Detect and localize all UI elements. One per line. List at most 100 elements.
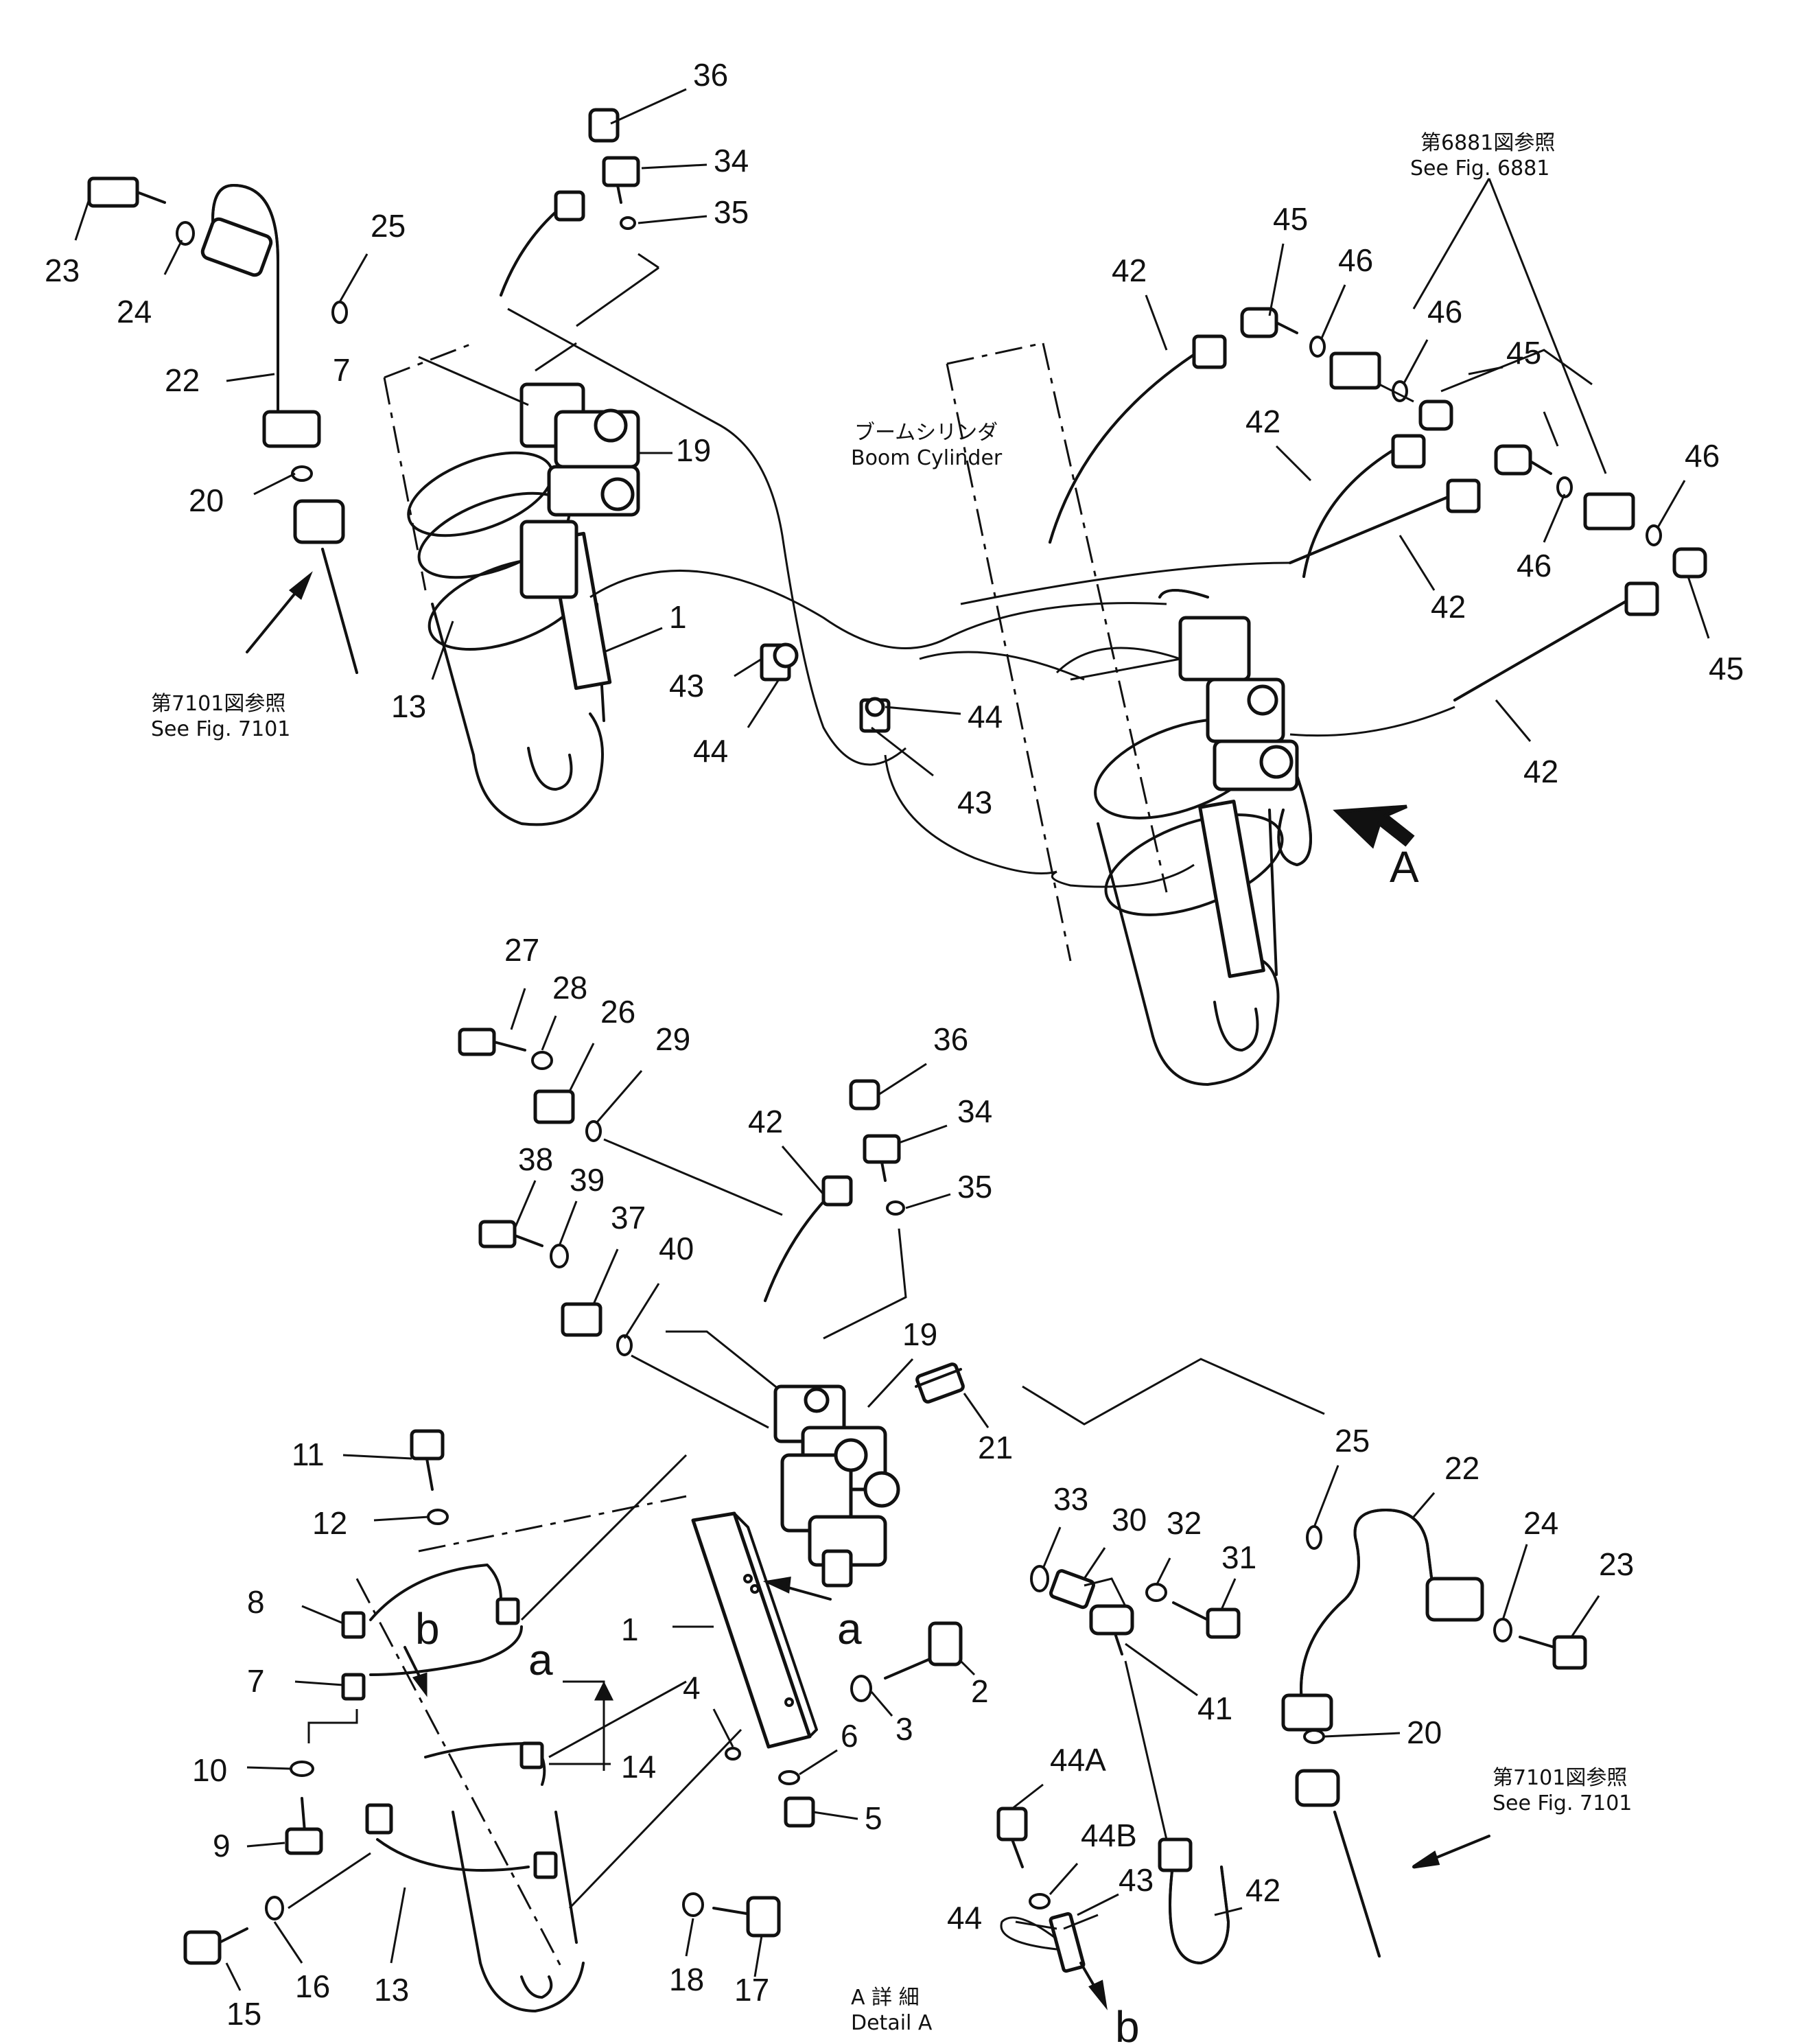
callout: 37: [611, 1200, 646, 1235]
callout: 25: [1335, 1423, 1370, 1459]
callout: 44B: [1081, 1817, 1137, 1853]
callout: 34: [714, 143, 749, 178]
clamps-top: [760, 642, 891, 733]
bottom-cylinder: [341, 1454, 742, 2012]
callout: 1: [621, 1612, 639, 1647]
callout: 3: [896, 1711, 913, 1747]
bracket-1: [691, 1511, 818, 1749]
callout: 23: [45, 253, 80, 288]
callout: 16: [295, 1968, 330, 2004]
note-see-7101-jp-top: 第7101図参照: [151, 692, 285, 716]
callout: 23: [1599, 1546, 1634, 1582]
callout: 20: [189, 483, 224, 518]
callout: 46: [1338, 242, 1373, 278]
callout: 42: [1245, 404, 1280, 439]
callout: 7: [333, 352, 351, 388]
note-detail-a-en: Detail A: [851, 2011, 933, 2035]
letter-b-1: b: [415, 1604, 440, 1653]
callout: 44: [968, 699, 1003, 734]
elbows-45: [1240, 178, 1707, 579]
note-boom-cylinder-en: Boom Cylinder: [851, 446, 1003, 470]
callout: 34: [957, 1093, 992, 1129]
callout: 39: [570, 1162, 605, 1198]
callout: 42: [1523, 754, 1558, 789]
callout: 15: [226, 1996, 261, 2032]
callout: 12: [312, 1505, 347, 1541]
bottom-assembly: [183, 1027, 1587, 2012]
callout: 13: [374, 1972, 409, 2008]
callout: 33: [1053, 1481, 1088, 1517]
flange-group: [1030, 1565, 1241, 1656]
callout: 11: [292, 1437, 325, 1472]
callout: 10: [192, 1752, 227, 1788]
callout: 45: [1506, 335, 1541, 371]
callout: 19: [676, 432, 711, 468]
callout: 43: [1119, 1862, 1154, 1898]
callout: 19: [902, 1316, 937, 1352]
callout: 25: [371, 208, 406, 244]
pipe-22-bottom: [1022, 1358, 1587, 1958]
callout: 28: [552, 970, 587, 1006]
callout: 46: [1427, 294, 1462, 329]
callout: 44: [693, 733, 728, 769]
callout: 9: [213, 1828, 231, 1863]
callout: 36: [933, 1021, 968, 1057]
top-assembly: [87, 108, 1707, 1086]
callout: 35: [714, 194, 749, 230]
callout: 2: [971, 1673, 989, 1709]
note-see-7101-en-bottom: See Fig. 7101: [1493, 1791, 1632, 1815]
callout: 42: [748, 1104, 783, 1139]
note-see-7101-jp-bottom: 第7101図参照: [1493, 1766, 1627, 1790]
letter-a-1: a: [837, 1604, 862, 1653]
callouts-top: 36 34 35 23 24 25 22 7 19 20 1 13 43 44 …: [45, 57, 1744, 820]
letter-b-2: b: [1115, 2002, 1140, 2044]
callout: 24: [117, 294, 152, 329]
bolts-left-top: [458, 1027, 633, 1356]
pipe-22-top: [87, 176, 358, 674]
view-a-arrow: [1333, 804, 1415, 849]
callout: 43: [957, 785, 992, 820]
valve-block-19-bottom: [773, 1362, 965, 1588]
callout: 44: [947, 1900, 982, 1936]
callout: 7: [247, 1663, 265, 1699]
callout: 42: [1112, 253, 1147, 288]
callout: 36: [693, 57, 728, 93]
hose-top-left: [418, 190, 1167, 766]
note-boom-cylinder-jp: ブームシリンダ: [854, 421, 998, 445]
callout: 30: [1112, 1502, 1147, 1537]
hoses-right: [884, 334, 1659, 888]
fittings-top: [588, 108, 640, 230]
callout: 1: [669, 599, 687, 635]
callout: 26: [600, 994, 635, 1030]
callout: 42: [1245, 1872, 1280, 1908]
callout: 14: [621, 1749, 656, 1785]
callout: 38: [518, 1141, 553, 1177]
right-boom-cylinder: [946, 342, 1284, 1086]
callout: 43: [669, 668, 704, 704]
callout: 20: [1407, 1715, 1442, 1750]
note-detail-a-jp: A 詳 細: [851, 1986, 920, 2010]
note-see-7101-en-top: See Fig. 7101: [151, 717, 290, 741]
view-a-letter: A: [1390, 842, 1419, 892]
note-see-6881-en: See Fig. 6881: [1410, 156, 1549, 181]
hose-bottom: [996, 1660, 1230, 2010]
callout: 13: [391, 688, 426, 724]
callout: 46: [1685, 438, 1720, 474]
callout: 42: [1431, 589, 1466, 625]
right-valve-block: [1158, 589, 1312, 866]
callout: 6: [841, 1718, 858, 1754]
callout: 21: [978, 1430, 1013, 1465]
callout: 35: [957, 1169, 992, 1205]
small-parts-center: [682, 1621, 963, 1938]
callout: 45: [1709, 651, 1744, 686]
callout: 32: [1167, 1505, 1202, 1541]
callout: 46: [1517, 548, 1552, 583]
fittings-bottom: [603, 1079, 907, 1443]
callout: 41: [1197, 1691, 1232, 1726]
callout: 22: [165, 362, 200, 398]
callout: 31: [1221, 1540, 1256, 1575]
callout: 44A: [1050, 1742, 1106, 1778]
callout: 5: [865, 1800, 882, 1836]
left-valve-block-19: [519, 382, 640, 599]
